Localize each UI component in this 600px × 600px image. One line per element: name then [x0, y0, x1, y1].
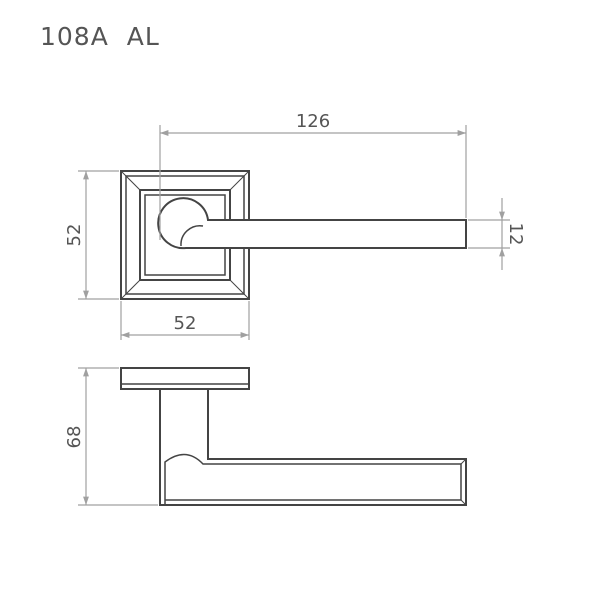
dim-label-12: 12 — [505, 223, 526, 246]
lever-neck-inner — [180, 225, 204, 247]
dimension-lines — [78, 125, 510, 506]
top-view — [120, 170, 467, 300]
dim-label-126: 126 — [296, 111, 330, 132]
lever-side-outline — [159, 388, 467, 506]
dim-label-68: 68 — [64, 426, 85, 449]
dim-label-52-horizontal: 52 — [174, 313, 197, 334]
rose-side-plate — [120, 367, 250, 390]
side-view — [120, 367, 467, 506]
model-title: 108A AL — [40, 22, 160, 51]
dimension-labels: 126 52 52 12 68 — [64, 111, 526, 448]
lever-top-outline — [157, 197, 467, 250]
dim-label-52-vertical: 52 — [64, 224, 85, 247]
lever-side-inner — [164, 453, 462, 505]
